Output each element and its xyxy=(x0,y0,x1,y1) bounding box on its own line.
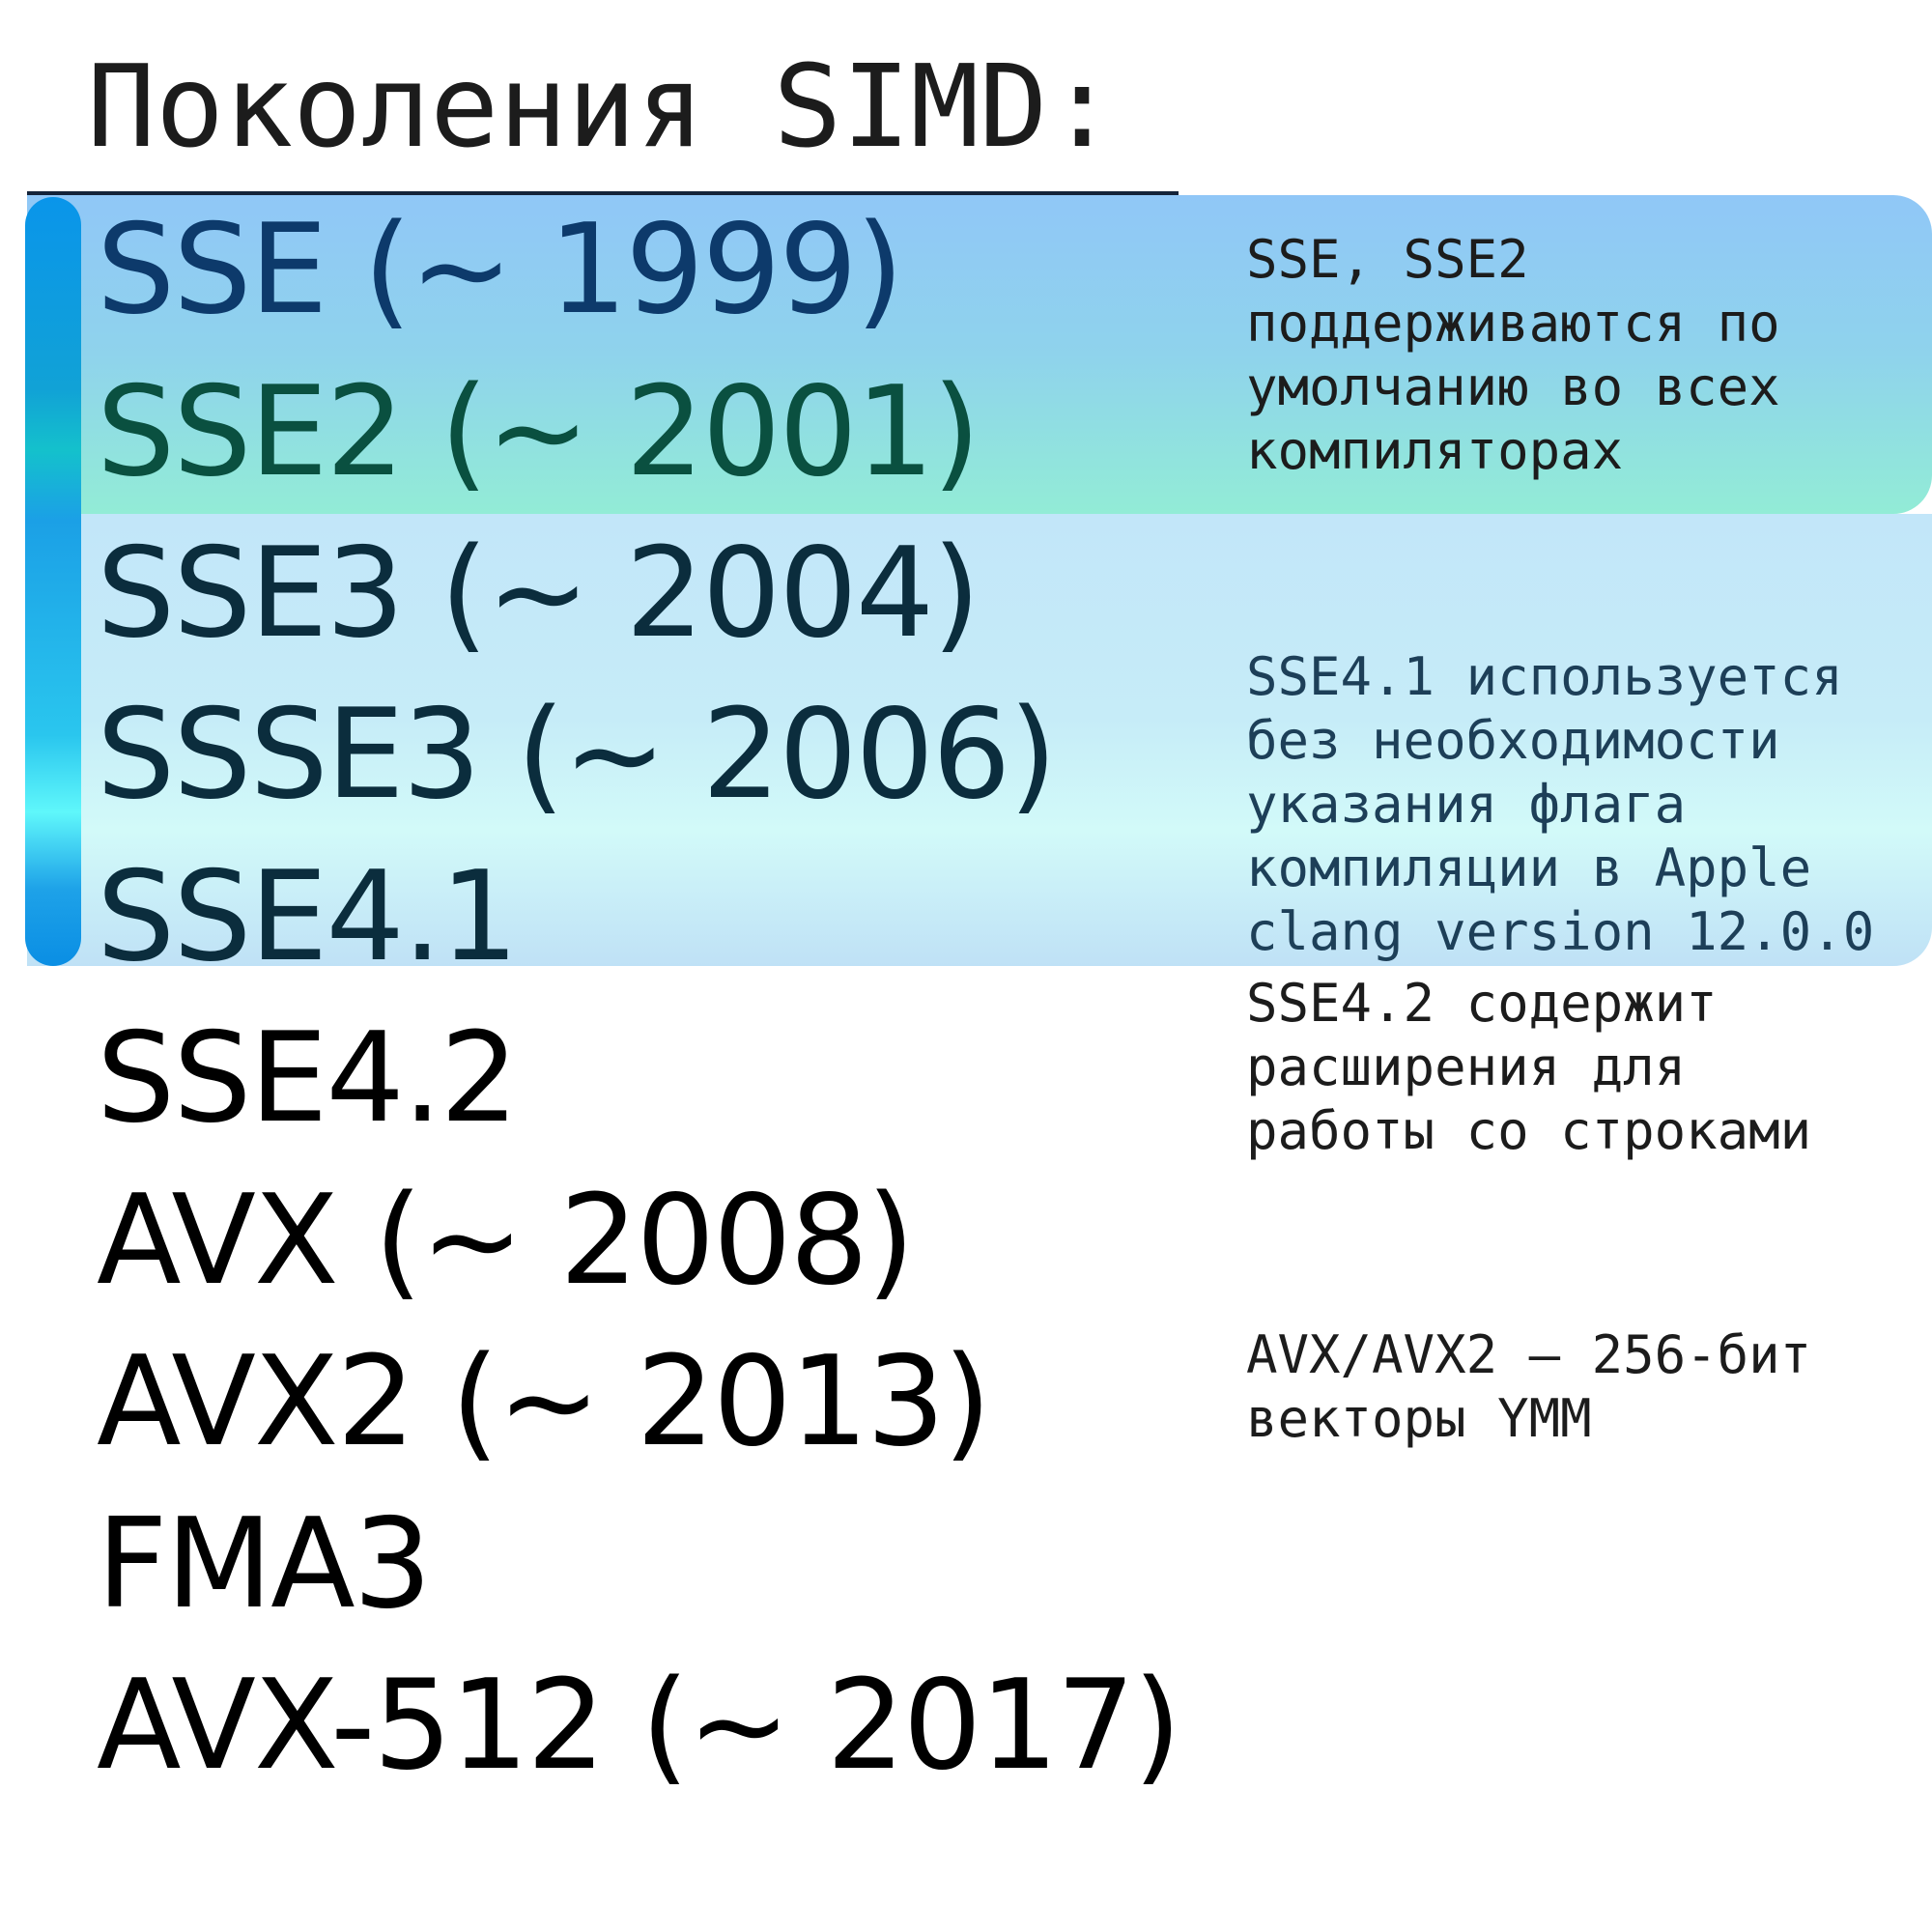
slide-title: Поколения SIMD: xyxy=(87,40,1117,173)
note-line: указания флага xyxy=(1246,774,1687,835)
generation-sse42: SSE4.2 xyxy=(97,1007,519,1151)
generation-sse41: SSE4.1 xyxy=(97,845,519,989)
note-sse-sse2-default: SSE, SSE2 поддерживаются по умолчанию во… xyxy=(1246,228,1780,483)
note-sse42-strings: SSE4.2 содержит расширения для работы со… xyxy=(1246,972,1811,1163)
note-line: векторы YMM xyxy=(1246,1388,1592,1449)
note-avx-ymm: AVX/AVX2 – 256-бит векторы YMM xyxy=(1246,1323,1811,1451)
note-line: расширения для xyxy=(1246,1037,1687,1097)
note-line: без необходимости xyxy=(1246,710,1780,771)
generation-avx: AVX (∼ 2008) xyxy=(97,1169,915,1313)
generation-ssse3: SSSE3 (∼ 2006) xyxy=(97,683,1057,827)
note-line: умолчанию во всех xyxy=(1246,356,1780,417)
highlight-accent-bar xyxy=(25,197,81,966)
note-line: компиляторах xyxy=(1246,420,1624,481)
note-line: SSE4.1 используется xyxy=(1246,646,1843,707)
generation-fma3: FMA3 xyxy=(97,1492,432,1636)
highlight-sse3-sse41 xyxy=(27,514,1932,966)
highlight-sse-sse2 xyxy=(27,195,1932,514)
generation-sse: SSE (∼ 1999) xyxy=(97,198,904,342)
note-line: компиляции в Apple xyxy=(1246,838,1812,898)
note-sse41-apple-clang: SSE4.1 используется без необходимости ук… xyxy=(1246,645,1874,964)
generation-sse2: SSE2 (∼ 2001) xyxy=(97,360,980,504)
title-divider xyxy=(27,191,1179,196)
note-line: работы со строками xyxy=(1246,1100,1812,1161)
note-line: clang version 12.0.0 xyxy=(1246,901,1875,962)
note-line: SSE4.2 содержит xyxy=(1246,973,1718,1034)
generation-sse3: SSE3 (∼ 2004) xyxy=(97,522,980,666)
note-line: поддерживаются по xyxy=(1246,293,1780,354)
note-line: AVX/AVX2 – 256-бит xyxy=(1246,1324,1812,1385)
generation-avx2: AVX2 (∼ 2013) xyxy=(97,1330,991,1474)
note-line: SSE, SSE2 xyxy=(1246,229,1529,290)
generation-avx512: AVX-512 (∼ 2017) xyxy=(97,1654,1181,1798)
